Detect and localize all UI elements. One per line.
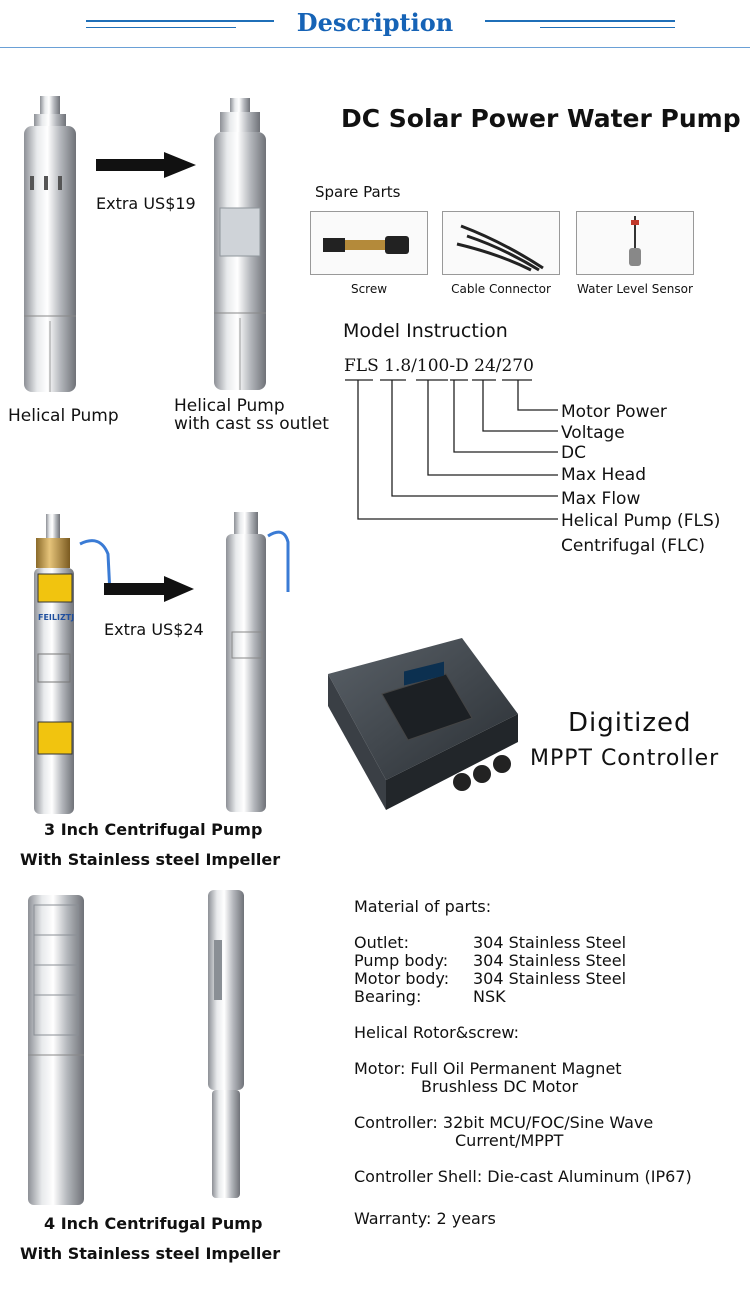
cable-connector-icon: [456, 224, 544, 272]
header-rule-left-2: [86, 27, 236, 28]
helical-pump-ss-outlet-image: [214, 98, 266, 390]
material-controller-2: Current/MPPT: [455, 1131, 564, 1150]
product-heading: DC Solar Power Water Pump: [341, 104, 741, 133]
controller-title-1: Digitized: [568, 708, 692, 738]
spare-parts-title: Spare Parts: [315, 183, 401, 201]
centrifugal-4inch-label-1: 4 Inch Centrifugal Pump: [44, 1214, 263, 1233]
model-legend-voltage: Voltage: [561, 423, 625, 443]
spare-part-screw: [310, 211, 428, 275]
model-legend-helical: Helical Pump (FLS): [561, 511, 721, 531]
model-legend-max-head: Max Head: [561, 465, 646, 485]
material-outlet-value: 304 Stainless Steel: [473, 933, 627, 952]
centrifugal-4inch-label-2: With Stainless steel Impeller: [20, 1244, 281, 1263]
materials-title: Material of parts:: [354, 897, 492, 916]
centrifugal-pump-4inch-image: [28, 895, 84, 1205]
model-code: FLS 1.8/100-D 24/270: [344, 356, 534, 376]
material-bearing-value: NSK: [473, 987, 506, 1006]
helical-pump-ss-label-1: Helical Pump: [174, 396, 285, 416]
material-motor-2: Brushless DC Motor: [421, 1077, 579, 1096]
header-rule-left: [86, 20, 274, 22]
material-shell: Controller Shell: Die-cast Aluminum (IP6…: [354, 1167, 692, 1186]
centrifugal-pump-3inch-brass-image: [34, 514, 112, 814]
mppt-controller-image: [328, 638, 518, 810]
centrifugal-3inch-label-1: 3 Inch Centrifugal Pump: [44, 820, 263, 839]
helical-pump-label: Helical Pump: [8, 406, 119, 426]
brand-label: FEILIZTJ: [38, 613, 75, 622]
model-legend-dc: DC: [561, 443, 586, 463]
spare-part-label-cable: Cable Connector: [451, 282, 551, 296]
model-instruction-title: Model Instruction: [343, 320, 508, 342]
arrow-icon: [96, 152, 196, 178]
model-legend-centrifugal: Centrifugal (FLC): [561, 536, 705, 556]
material-motor-body-label: Motor body:: [354, 969, 450, 988]
centrifugal-3inch-label-2: With Stainless steel Impeller: [20, 850, 281, 869]
model-legend-max-flow: Max Flow: [561, 489, 641, 509]
header-rule-right: [485, 20, 675, 22]
centrifugal-pump-4inch-alt-image: [208, 890, 244, 1198]
material-pump-body-label: Pump body:: [354, 951, 449, 970]
material-bearing-label: Bearing:: [354, 987, 422, 1006]
spare-part-label-sensor: Water Level Sensor: [577, 282, 693, 296]
controller-title-2: MPPT Controller: [530, 746, 720, 771]
header-rule-right-2: [540, 27, 675, 28]
screw-icon: [323, 236, 409, 254]
helical-pump-ss-label-2: with cast ss outlet: [174, 414, 329, 434]
header-bottom-rule: [0, 47, 750, 48]
centrifugal-pump-3inch-ss-image: [226, 512, 290, 812]
material-outlet-label: Outlet:: [354, 933, 409, 952]
spare-part-cable: [442, 211, 560, 275]
material-pump-body-value: 304 Stainless Steel: [473, 951, 627, 970]
model-legend-motor-power: Motor Power: [561, 402, 667, 422]
material-controller-1: Controller: 32bit MCU/FOC/Sine Wave: [354, 1113, 654, 1132]
model-code-diagram: [345, 379, 558, 520]
upgrade-price-1: Extra US$19: [96, 194, 196, 213]
spare-part-sensor: [576, 211, 694, 275]
material-rotor: Helical Rotor&screw:: [354, 1023, 520, 1042]
page-title: Description: [296, 8, 454, 37]
helical-pump-image: [24, 96, 76, 392]
spare-part-label-screw: Screw: [350, 282, 388, 296]
arrow-icon-2: [104, 576, 194, 602]
material-warranty: Warranty: 2 years: [354, 1209, 496, 1228]
material-motor-body-value: 304 Stainless Steel: [473, 969, 627, 988]
upgrade-price-2: Extra US$24: [104, 620, 204, 639]
water-level-sensor-icon: [629, 216, 641, 266]
material-motor-1: Motor: Full Oil Permanent Magnet: [354, 1059, 622, 1078]
